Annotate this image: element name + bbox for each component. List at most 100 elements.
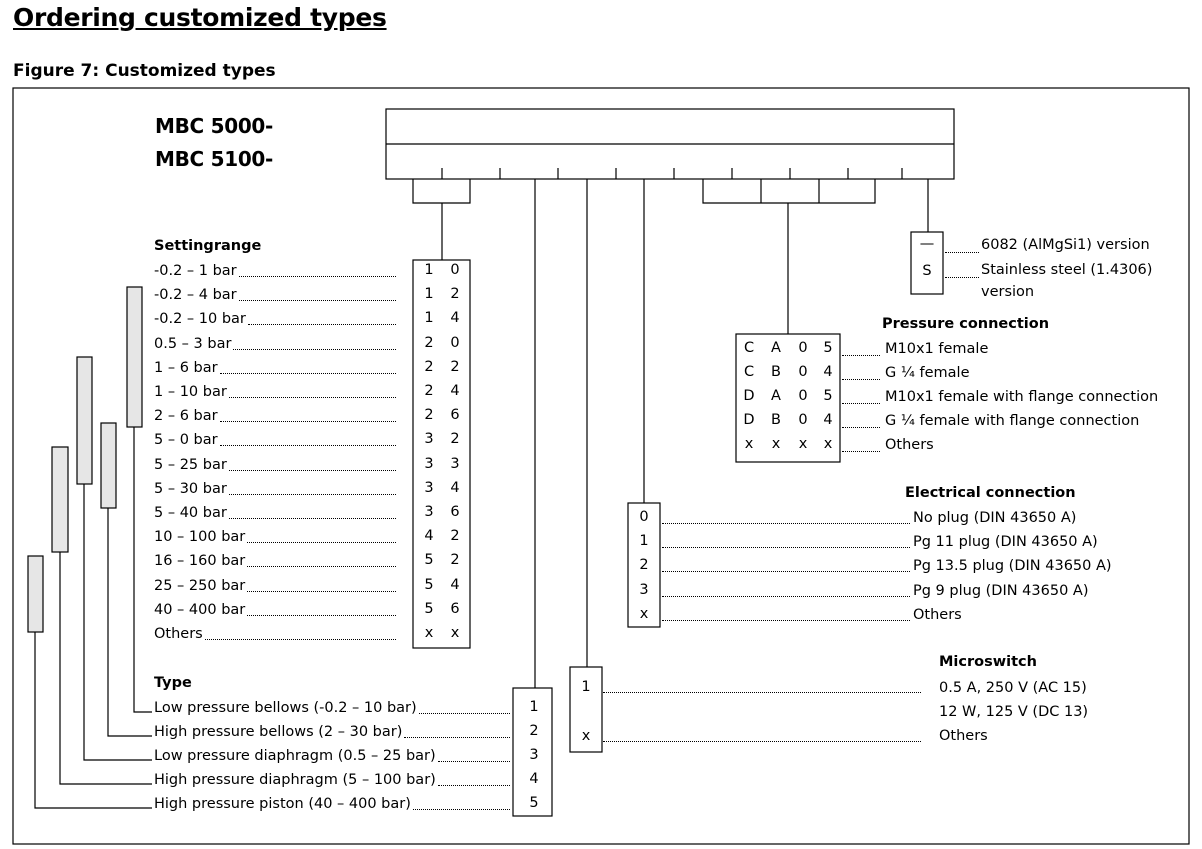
setting-code-digit: 3 — [424, 431, 434, 447]
pressure-code-char: D — [743, 412, 755, 428]
leader-dots — [247, 542, 396, 543]
leader-dots — [662, 596, 910, 597]
leader-dots — [842, 427, 880, 428]
setting-code-box — [412, 259, 471, 649]
setting-range-label: 0.5 – 3 bar — [154, 336, 232, 352]
leader-dots — [248, 324, 396, 325]
pressure-label: M10x1 female with flange connection — [885, 389, 1159, 405]
material-label-cont: version — [981, 284, 1035, 300]
leader-dots — [662, 620, 910, 621]
setting-code-digit: 2 — [424, 335, 434, 351]
electrical-code: 2 — [639, 557, 649, 573]
pressure-code-char: 0 — [798, 412, 808, 428]
setting-code-digit: 6 — [450, 601, 460, 617]
leader-dots — [842, 379, 880, 380]
leader-dots — [220, 421, 396, 422]
leader-dots — [404, 737, 510, 738]
setting-code-digit: 2 — [450, 431, 460, 447]
leader-dots — [945, 277, 979, 278]
setting-range-label: 5 – 40 bar — [154, 505, 227, 521]
setting-code-digit: x — [424, 625, 434, 641]
material-label: Stainless steel (1.4306) — [981, 262, 1153, 278]
setting-range-label: 16 – 160 bar — [154, 553, 246, 569]
material-code: — — [919, 236, 935, 252]
type-code: 3 — [529, 747, 539, 763]
figure-frame — [12, 87, 1190, 845]
leader-dots — [662, 571, 910, 572]
setting-code-digit: 0 — [450, 335, 460, 351]
type-code-box — [512, 687, 553, 817]
leader-dots — [220, 445, 396, 446]
material-code: S — [922, 263, 932, 279]
pressure-label: G ¼ female with flange connection — [885, 413, 1140, 429]
page-title: Ordering customized types — [13, 3, 387, 32]
electrical-label: Pg 13.5 plug (DIN 43650 A) — [913, 558, 1112, 574]
pressure-code-char: x — [823, 436, 833, 452]
setting-range-label: -0.2 – 1 bar — [154, 263, 237, 279]
pressure-code-char: C — [743, 340, 755, 356]
leader-dots — [229, 518, 396, 519]
setting-code-digit: 2 — [450, 552, 460, 568]
leader-dots — [247, 566, 396, 567]
setting-range-label: 1 – 6 bar — [154, 360, 218, 376]
pressure-code-char: 5 — [823, 340, 833, 356]
pressure-code-char: C — [743, 364, 755, 380]
electrical-code-box — [627, 502, 661, 628]
setting-range-label: 5 – 0 bar — [154, 432, 218, 448]
leader-dots — [603, 741, 921, 742]
microswitch-code: 1 — [581, 679, 591, 695]
setting-code-digit: 5 — [424, 577, 434, 593]
model-mbc5100: MBC 5100- — [155, 147, 274, 171]
type-label: High pressure piston (40 – 400 bar) — [154, 796, 411, 812]
leader-dots — [229, 470, 396, 471]
microswitch-heading: Microswitch — [939, 654, 1037, 670]
leader-dots — [239, 276, 396, 277]
type-code: 2 — [529, 723, 539, 739]
setting-code-digit: 2 — [424, 383, 434, 399]
leader-dots — [438, 785, 510, 786]
pressure-code-char: 4 — [823, 412, 833, 428]
setting-code-digit: 2 — [424, 359, 434, 375]
setting-code-digit: 2 — [424, 407, 434, 423]
type-code: 4 — [529, 771, 539, 787]
microswitch-label-cont: 12 W, 125 V (DC 13) — [939, 704, 1089, 720]
leader-dots — [229, 494, 396, 495]
setting-code-digit: 3 — [424, 456, 434, 472]
pressure-code-char: 4 — [823, 364, 833, 380]
pressure-connection-heading: Pressure connection — [882, 316, 1050, 332]
setting-code-digit: 3 — [450, 456, 460, 472]
setting-code-digit: 6 — [450, 504, 460, 520]
setting-range-label: -0.2 – 4 bar — [154, 287, 237, 303]
setting-range-label: -0.2 – 10 bar — [154, 311, 246, 327]
setting-code-digit: 1 — [424, 262, 434, 278]
pressure-code-char: 0 — [798, 388, 808, 404]
setting-code-digit: 4 — [450, 480, 460, 496]
leader-dots — [842, 403, 880, 404]
type-label: Low pressure diaphragm (0.5 – 25 bar) — [154, 748, 436, 764]
pressure-code-char: A — [771, 340, 781, 356]
setting-code-digit: 0 — [450, 262, 460, 278]
electrical-label: Pg 11 plug (DIN 43650 A) — [913, 534, 1098, 550]
electrical-code: 0 — [639, 509, 649, 525]
setting-code-digit: 3 — [424, 480, 434, 496]
electrical-connection-heading: Electrical connection — [905, 485, 1076, 501]
setting-range-heading: Settingrange — [154, 238, 262, 254]
microswitch-code-box — [569, 666, 603, 753]
pressure-code-char: x — [798, 436, 808, 452]
type-code: 1 — [529, 699, 539, 715]
material-code-box — [910, 231, 944, 295]
type-heading: Type — [154, 675, 192, 691]
pressure-code-box — [735, 333, 841, 463]
pressure-code-char: D — [743, 388, 755, 404]
microswitch-label: Others — [939, 728, 988, 744]
setting-code-digit: x — [450, 625, 460, 641]
leader-dots — [603, 692, 921, 693]
setting-code-digit: 2 — [450, 528, 460, 544]
model-mbc5000: MBC 5000- — [155, 114, 274, 138]
setting-code-digit: 1 — [424, 286, 434, 302]
leader-dots — [419, 713, 510, 714]
setting-code-digit: 4 — [450, 383, 460, 399]
leader-dots — [662, 523, 910, 524]
setting-range-label: 25 – 250 bar — [154, 578, 246, 594]
material-label: 6082 (AlMgSi1) version — [981, 237, 1150, 253]
